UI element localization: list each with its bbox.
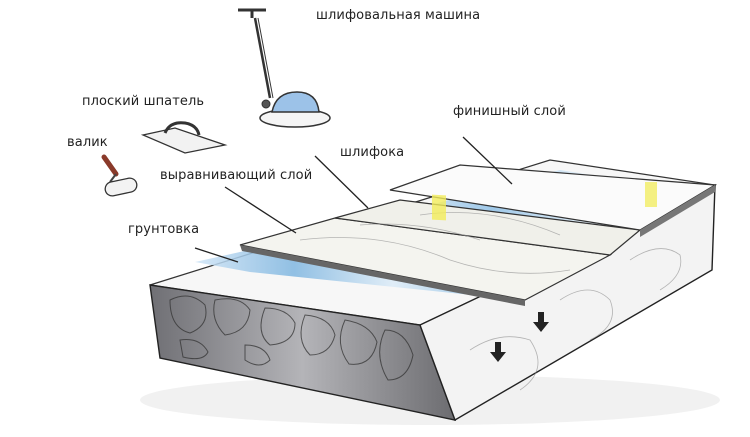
label-grinding-machine: шлифовальная машина — [316, 8, 481, 23]
label-finish-layer: финишный слой — [453, 104, 566, 119]
label-leveling-layer: выравнивающий слой — [160, 168, 313, 183]
down-arrow-icon — [490, 342, 506, 362]
paint-roller-icon — [101, 154, 138, 197]
finish-layer-edge — [640, 185, 715, 237]
down-arrow-icon — [533, 312, 549, 332]
label-primer: грунтовка — [128, 222, 200, 237]
grinding-machine-icon — [238, 8, 331, 128]
label-flat-trowel: плоский шпатель — [82, 94, 205, 109]
concrete-stones — [169, 295, 414, 381]
label-roller: валик — [67, 135, 108, 150]
flat-trowel-icon — [140, 121, 228, 154]
label-grinding: шлифока — [340, 145, 405, 160]
leveling-layer-edge — [240, 245, 525, 306]
leader-lines — [194, 136, 513, 263]
